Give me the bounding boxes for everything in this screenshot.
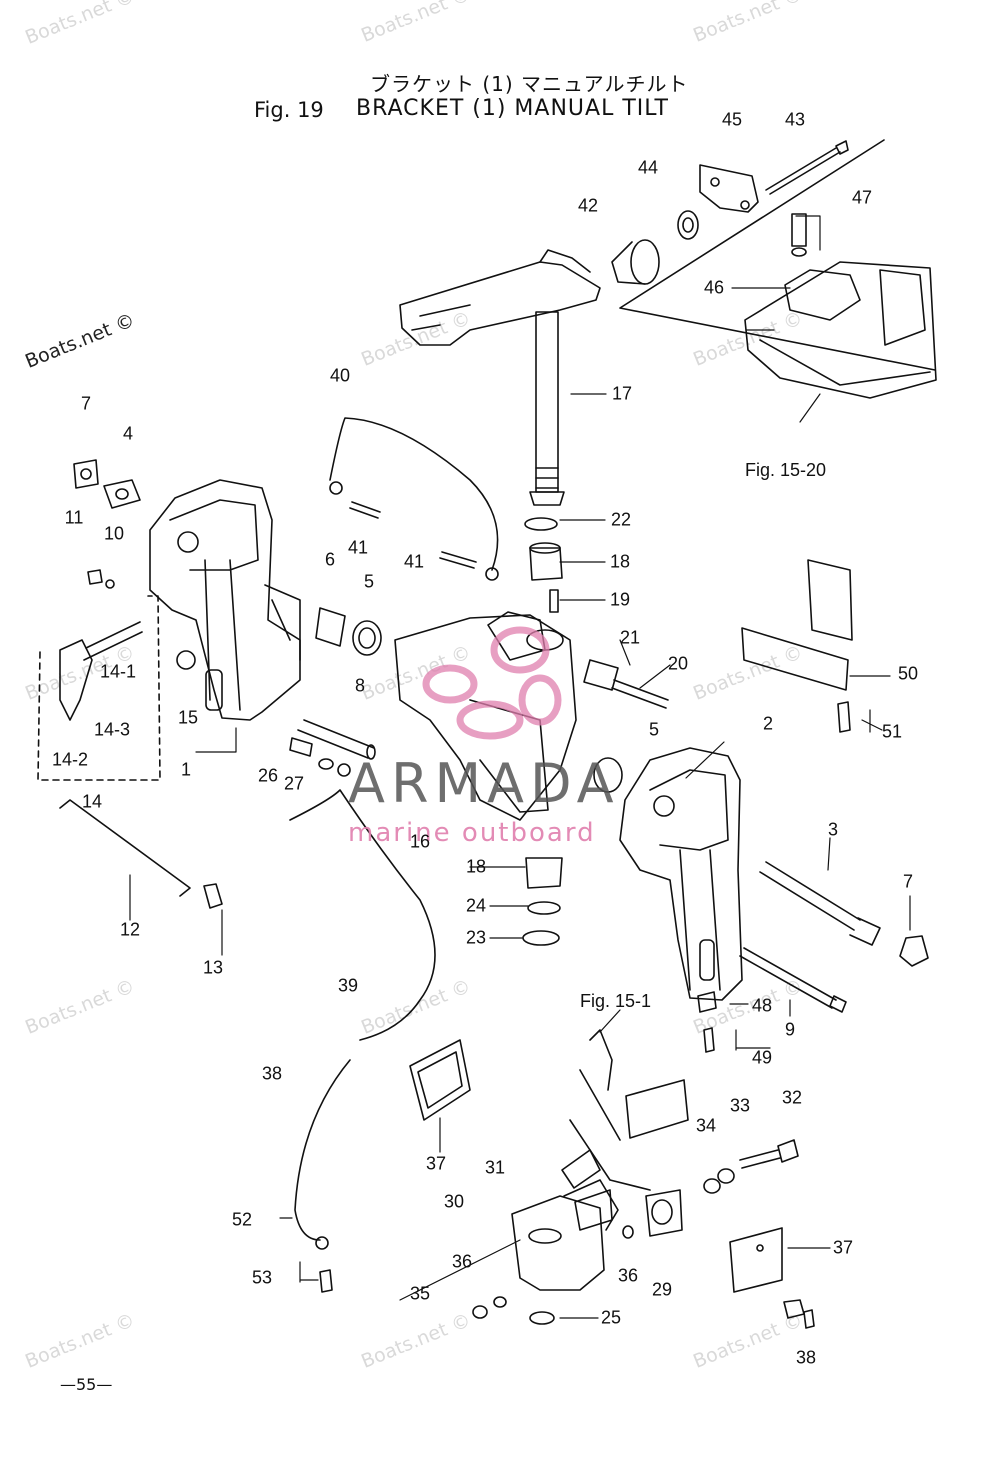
part-label-23[interactable]: 23 [465, 927, 487, 948]
page-number: —55— [60, 1375, 113, 1394]
part-label-42[interactable]: 42 [577, 195, 599, 216]
part-label-44[interactable]: 44 [637, 157, 659, 178]
part-label-31[interactable]: 31 [484, 1157, 506, 1178]
part-label-19[interactable]: 19 [609, 589, 631, 610]
part-label-3[interactable]: 3 [827, 819, 839, 840]
thrust-plates [409, 1039, 783, 1293]
center-hardware [522, 517, 669, 946]
part-label-38[interactable]: 38 [261, 1063, 283, 1084]
part-label-43[interactable]: 43 [784, 109, 806, 130]
part-label-21[interactable]: 21 [619, 627, 641, 648]
steering-shaft [535, 311, 559, 493]
lower-clamp [511, 1179, 683, 1291]
part-label-38[interactable]: 38 [795, 1347, 817, 1368]
title-japanese: ブラケット (1) マニュアルチルト [370, 72, 689, 96]
part-label-39[interactable]: 39 [337, 975, 359, 996]
part-label-5[interactable]: 5 [363, 571, 375, 592]
part-label-14-2[interactable]: 14-2 [51, 749, 89, 770]
armada-logo-icon [422, 626, 562, 740]
part-label-27[interactable]: 27 [283, 773, 305, 794]
part-label-49[interactable]: 49 [751, 1047, 773, 1068]
part-label-41[interactable]: 41 [403, 551, 425, 572]
tilt-tube-and-pin [739, 861, 929, 1013]
part-label-7[interactable]: 7 [80, 393, 92, 414]
part-label-18[interactable]: 18 [465, 856, 487, 877]
part-label-48[interactable]: 48 [751, 995, 773, 1016]
lower-hardware [472, 1139, 815, 1329]
part-label-51[interactable]: 51 [881, 721, 903, 742]
part-label-14-3[interactable]: 14-3 [93, 719, 131, 740]
part-label-33[interactable]: 33 [729, 1095, 751, 1116]
tilt-lever-group [37, 595, 223, 909]
part-label-4[interactable]: 4 [122, 423, 134, 444]
part-label-15[interactable]: 15 [177, 707, 199, 728]
figure-number: Fig. 19 [254, 98, 324, 122]
part-label-47[interactable]: 47 [851, 187, 873, 208]
part-label-34[interactable]: 34 [695, 1115, 717, 1136]
part-label-8[interactable]: 8 [354, 675, 366, 696]
part-label-52[interactable]: 52 [231, 1209, 253, 1230]
part-label-9[interactable]: 9 [784, 1019, 796, 1040]
hose-bracket [561, 1029, 651, 1191]
part-label-35[interactable]: 35 [409, 1283, 431, 1304]
part-label-5[interactable]: 5 [648, 719, 660, 740]
part-label-6[interactable]: 6 [324, 549, 336, 570]
part-label-16[interactable]: 16 [409, 831, 431, 852]
left-hardware [73, 459, 141, 589]
part-label-22[interactable]: 22 [610, 509, 632, 530]
part-label-20[interactable]: 20 [667, 653, 689, 674]
ref-fig-15-20[interactable]: Fig. 15-20 [745, 460, 827, 480]
part-label-11[interactable]: 11 [64, 507, 84, 528]
part-label-13[interactable]: 13 [202, 957, 224, 978]
part-label-32[interactable]: 32 [781, 1087, 803, 1108]
part-label-1[interactable]: 1 [180, 759, 192, 780]
part-label-26[interactable]: 26 [257, 765, 279, 786]
part-label-14-1[interactable]: 14-1 [99, 661, 137, 682]
motor-mount-block [619, 139, 937, 399]
part-label-25[interactable]: 25 [600, 1307, 622, 1328]
part-label-37[interactable]: 37 [425, 1153, 447, 1174]
part-label-46[interactable]: 46 [703, 277, 725, 298]
brand-name: ARMADA [348, 752, 620, 815]
ground-wires [289, 417, 499, 1250]
part-label-53[interactable]: 53 [251, 1267, 273, 1288]
part-label-17[interactable]: 17 [611, 383, 633, 404]
part-label-50[interactable]: 50 [897, 663, 919, 684]
part-label-10[interactable]: 10 [103, 523, 125, 544]
part-label-45[interactable]: 45 [721, 109, 743, 130]
part-label-14[interactable]: 14 [81, 791, 103, 812]
steering-arm [399, 249, 601, 506]
part-label-40[interactable]: 40 [329, 365, 351, 386]
part-label-29[interactable]: 29 [651, 1279, 673, 1300]
part-label-7[interactable]: 7 [902, 871, 914, 892]
brand-tagline: marine outboard [348, 818, 596, 848]
upper-mount-parts [611, 140, 849, 285]
part-label-24[interactable]: 24 [465, 895, 487, 916]
title-english: BRACKET (1) MANUAL TILT [356, 96, 669, 121]
small-fasteners [289, 501, 853, 1293]
part-label-36[interactable]: 36 [451, 1251, 473, 1272]
right-bracket [619, 747, 743, 1001]
part-label-2[interactable]: 2 [762, 713, 774, 734]
part-label-37[interactable]: 37 [832, 1237, 854, 1258]
bushings-and-shaft [297, 607, 623, 793]
part-label-12[interactable]: 12 [119, 919, 141, 940]
part-label-41[interactable]: 41 [347, 537, 369, 558]
leader-lines [129, 215, 911, 1319]
left-bracket [149, 479, 301, 721]
ref-fig-15-1[interactable]: Fig. 15-1 [580, 991, 652, 1011]
part-label-18[interactable]: 18 [609, 551, 631, 572]
part-label-30[interactable]: 30 [443, 1191, 465, 1212]
part-label-36[interactable]: 36 [617, 1265, 639, 1286]
